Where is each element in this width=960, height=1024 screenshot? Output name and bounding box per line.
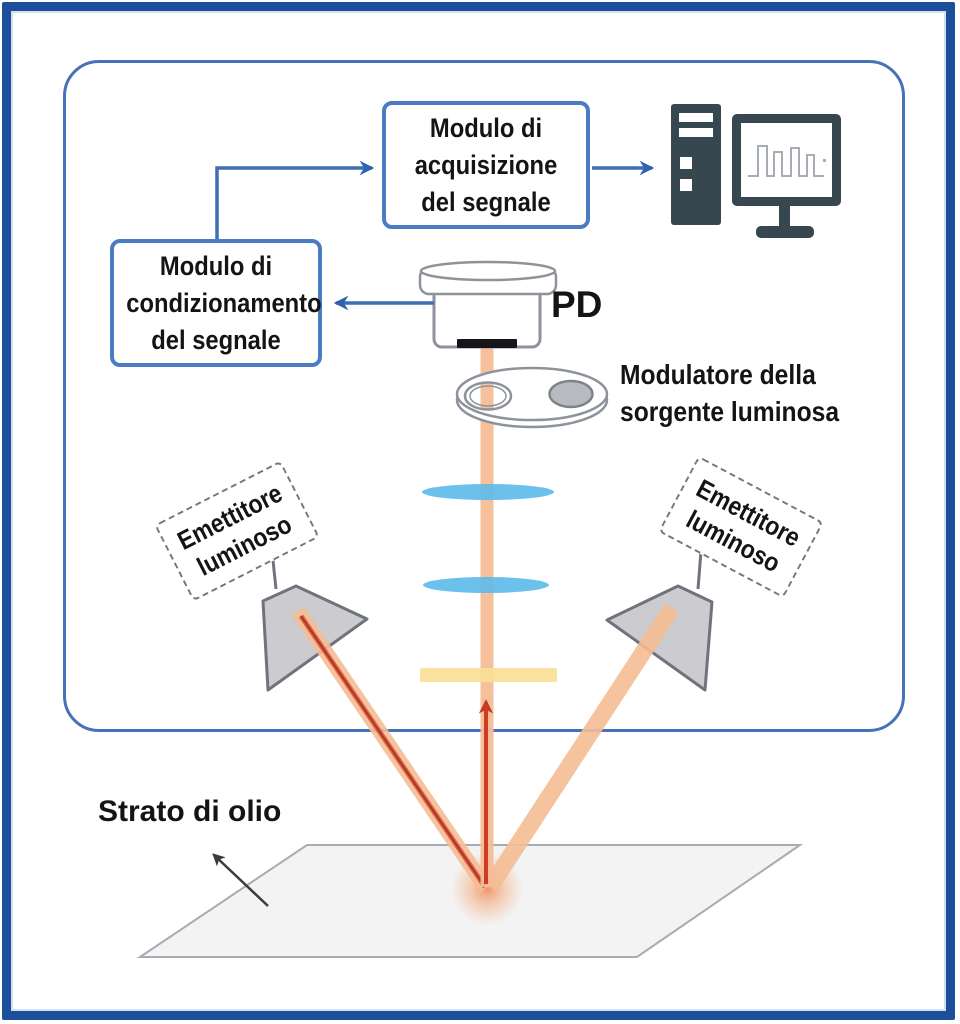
connector-conditioning-to-acquisition	[215, 160, 375, 240]
conditioning-line-1: Modulo di	[159, 251, 273, 281]
photodetector-label: PD	[551, 284, 603, 325]
pc-tower	[671, 104, 721, 225]
acquisition-module-box: Modulo di acquisizione del segnale	[382, 101, 590, 229]
pc-tower-slot-1	[679, 113, 713, 122]
left-emitter-beam-core-dark	[300, 615, 486, 888]
oil-layer-label: Strato di olio	[98, 795, 282, 828]
pc-tower-button-1	[680, 157, 692, 169]
wheel-gray-disc	[548, 379, 594, 409]
conditioning-module-box: Modulo di condizionamento del segnale	[110, 239, 322, 367]
modulator-label: Modulatore della sorgente luminosa	[620, 356, 869, 430]
computer-icon	[671, 104, 841, 238]
modulator-label-line-1: Modulatore della	[620, 359, 816, 390]
screen-chart-dot	[823, 159, 826, 162]
conditioning-line-3: del segnale	[151, 325, 281, 355]
pc-tower-button-2	[680, 179, 692, 191]
lens-upper	[422, 484, 554, 500]
lens-lower	[423, 577, 549, 593]
monitor-stand-base	[756, 226, 814, 238]
photodetector	[418, 260, 558, 349]
beam-through-hole	[480, 383, 494, 409]
monitor-stand-neck	[779, 206, 790, 228]
modulator-label-line-2: sorgente luminosa	[620, 396, 840, 427]
screen-pulse-chart	[748, 145, 824, 177]
right-emitter-beam	[482, 603, 680, 892]
modulator-wheel	[455, 366, 609, 429]
acquisition-line-3: del segnale	[421, 187, 551, 217]
wheel-open-hole-inner	[469, 385, 507, 407]
oil-layer-pointer-arrow	[212, 853, 269, 907]
pd-cap-top	[419, 260, 557, 282]
pc-tower-slot-2	[679, 128, 713, 137]
acquisition-line-2: acquisizione	[414, 150, 558, 180]
monitor-screen	[741, 123, 832, 197]
conditioning-line-2: condizionamento	[126, 288, 322, 318]
pd-sensor	[457, 339, 517, 348]
emitter-right-stick	[696, 550, 703, 590]
acquisition-line-1: Modulo di	[429, 113, 543, 143]
wheel-open-hole	[463, 381, 513, 411]
optical-filter	[420, 668, 557, 682]
